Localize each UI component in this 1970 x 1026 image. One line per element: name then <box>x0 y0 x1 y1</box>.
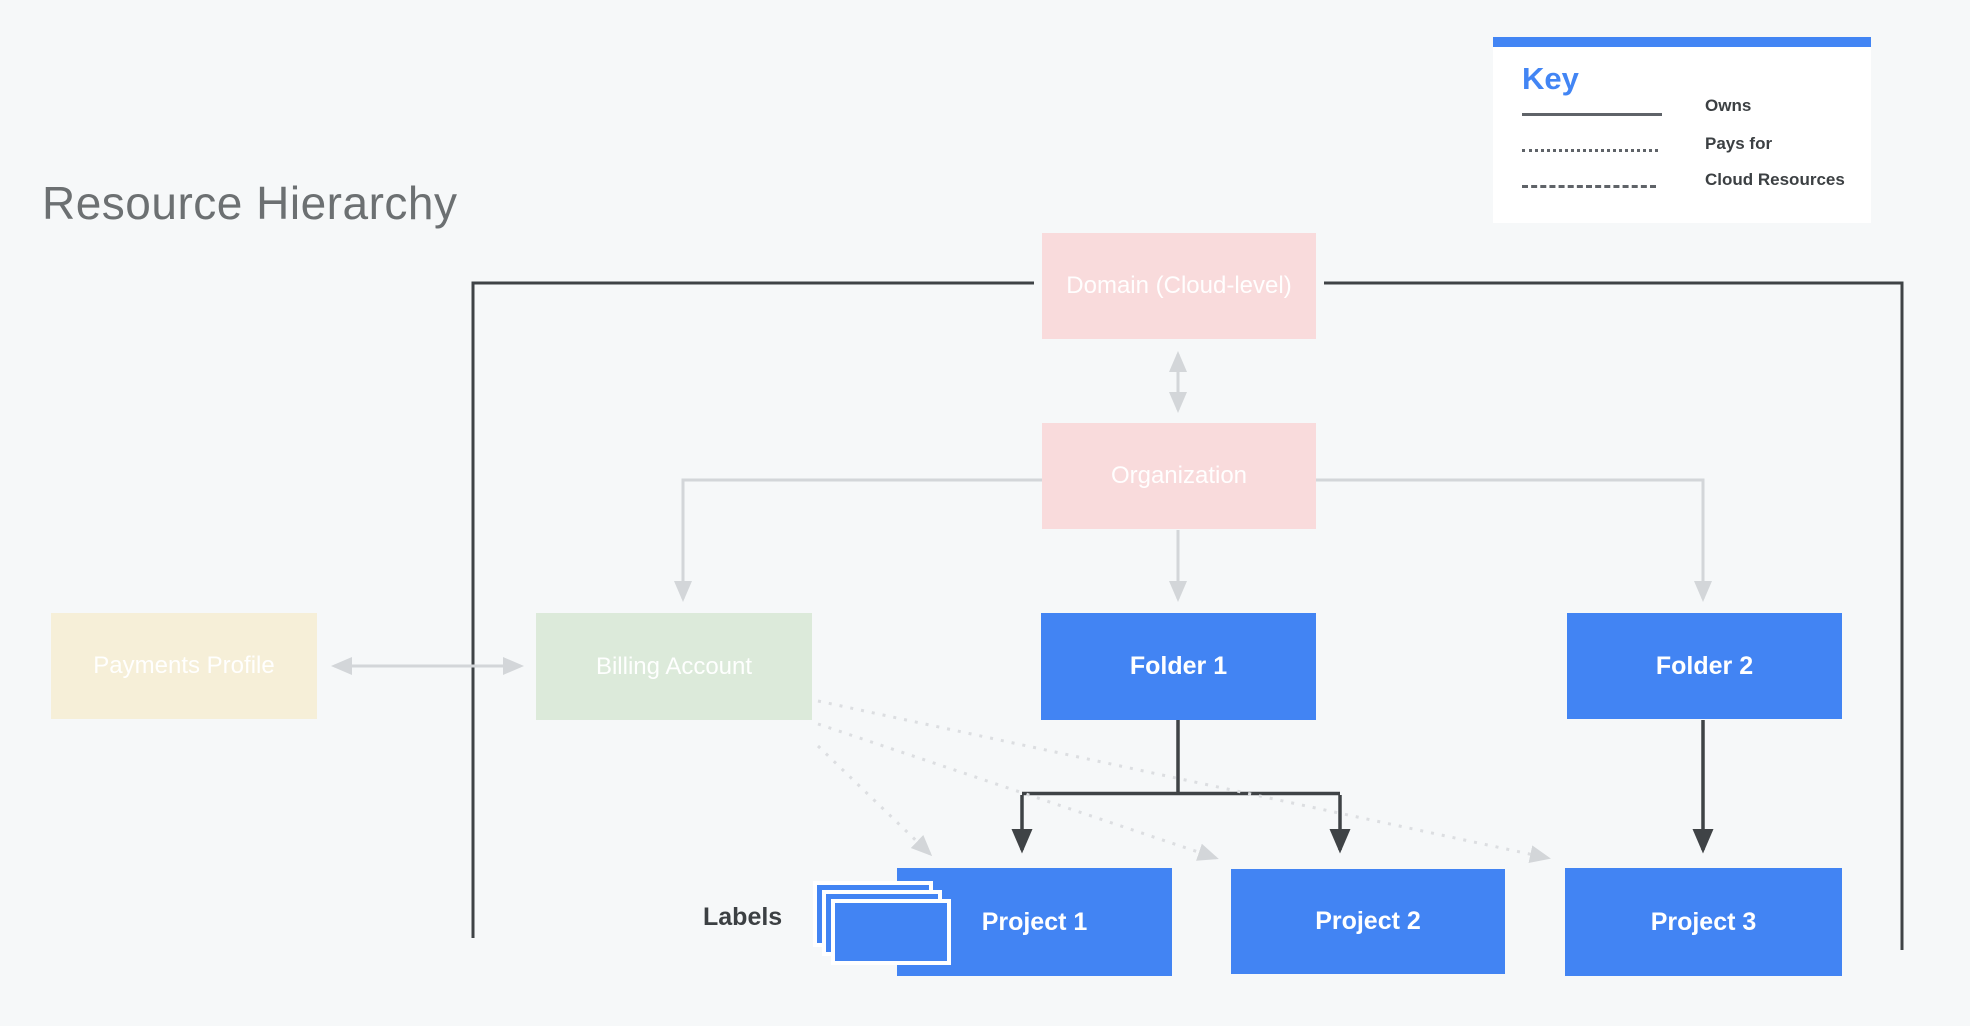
owns-connectors <box>331 351 1712 675</box>
node-folder-2-label: Folder 2 <box>1655 651 1754 680</box>
legend: Key Owns Pays for Cloud Resources <box>1493 37 1871 223</box>
boundary-left <box>471 281 1034 938</box>
cloud-resources-boundary <box>471 281 1904 950</box>
legend-accent-bar <box>1493 37 1871 47</box>
node-domain-label: Domain (Cloud-level) <box>1066 272 1292 299</box>
arrow-billing-project3 <box>817 699 1551 864</box>
node-organization-label: Organization <box>1110 462 1248 489</box>
legend-label-pays-for: Pays for <box>1705 134 1773 153</box>
node-billing-account-label: Billing Account <box>595 652 753 680</box>
node-domain: Domain (Cloud-level) <box>1042 233 1316 339</box>
boundary-right <box>1324 281 1904 950</box>
label-card-front <box>831 899 951 965</box>
arrow-organization-folder2 <box>1316 478 1712 602</box>
arrow-organization-billing <box>674 478 1042 602</box>
arrow-billing-project1 <box>816 744 933 857</box>
node-payments-profile: Payments Profile <box>51 613 317 719</box>
node-organization: Organization <box>1042 423 1316 529</box>
legend-label-owns: Owns <box>1705 96 1752 115</box>
node-payments-profile-label: Payments Profile <box>93 652 275 679</box>
pays-for-connectors <box>816 699 1551 864</box>
node-project-2-label: Project 2 <box>1315 907 1421 935</box>
arrow-billing-project2 <box>817 722 1219 861</box>
node-folder-1: Folder 1 <box>1041 613 1316 720</box>
node-project-3: Project 3 <box>1565 868 1842 976</box>
page-title: Resource Hierarchy <box>42 177 458 229</box>
node-project-1-label: Project 1 <box>981 907 1088 936</box>
legend-dotted-line-sample <box>1522 149 1658 152</box>
legend-label-cloud-resources: Cloud Resources <box>1705 170 1845 189</box>
labels-caption: Labels <box>703 903 783 931</box>
folder-project-connectors <box>1011 720 1714 854</box>
legend-heading: Key <box>1522 61 1579 96</box>
node-billing-account: Billing Account <box>536 613 812 720</box>
legend-solid-line-sample <box>1522 113 1662 116</box>
labels-stack-icon <box>813 881 973 981</box>
node-folder-1-label: Folder 1 <box>1129 652 1228 680</box>
node-project-2: Project 2 <box>1231 869 1505 974</box>
legend-dashed-line-sample <box>1522 185 1656 188</box>
node-project-3-label: Project 3 <box>1650 907 1757 936</box>
node-folder-2: Folder 2 <box>1567 613 1842 719</box>
